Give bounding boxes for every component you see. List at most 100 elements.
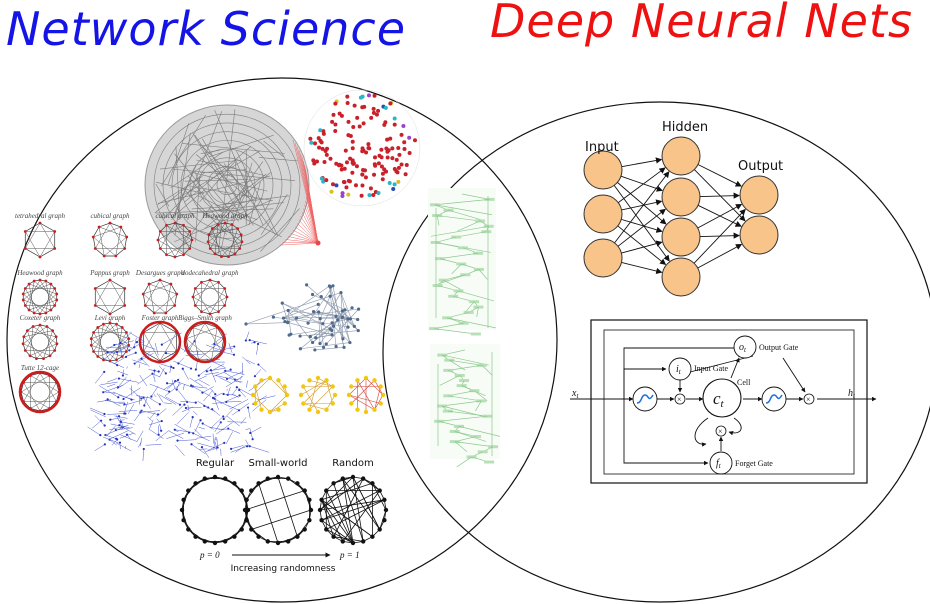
- graph-node: [200, 280, 203, 284]
- gray-network-node: [348, 317, 352, 321]
- hairball-node: [246, 406, 250, 409]
- ring-edge: [352, 476, 364, 542]
- hairball-node: [222, 415, 225, 418]
- yellow-graph-edge: [351, 380, 375, 404]
- gray-network-node: [352, 324, 356, 328]
- graph-edge: [27, 330, 37, 359]
- hairball-edge: [212, 408, 221, 416]
- graph-node: [188, 230, 192, 233]
- yellow-graph-node: [363, 375, 369, 381]
- red-cluster-node: [309, 140, 314, 145]
- hairball-node: [124, 412, 127, 415]
- hairball-node: [164, 372, 167, 375]
- graph-outline: [185, 322, 225, 361]
- ring-node: [319, 517, 324, 523]
- gray-network-edge: [333, 325, 351, 343]
- red-cluster-node: [350, 170, 355, 175]
- nn-edge: [617, 167, 666, 204]
- red-cluster-node: [396, 165, 401, 170]
- hairball-edge: [110, 417, 119, 420]
- yellow-graph-edge: [309, 386, 333, 410]
- lstm-cell-diagram: × × × xt ht ct it ot ft Input Gate Outpu…: [570, 319, 877, 484]
- hairball-edge: [194, 375, 207, 382]
- hairball-node: [222, 417, 225, 421]
- red-cluster-node: [353, 183, 358, 188]
- ring-node: [186, 527, 191, 532]
- yellow-graph-node: [301, 401, 306, 406]
- red-cluster-node: [407, 135, 412, 140]
- red-cluster-node: [364, 150, 369, 155]
- graph-node: [188, 247, 192, 250]
- graph-node: [236, 227, 240, 231]
- red-cluster-node: [337, 162, 342, 167]
- graph-edge: [45, 280, 52, 311]
- graph-node: [216, 223, 220, 226]
- hairball-edge: [165, 383, 181, 396]
- graph-node: [93, 304, 97, 307]
- red-cluster-node: [392, 182, 397, 187]
- ring-edge: [342, 478, 354, 544]
- gray-network-node: [330, 333, 334, 337]
- graph-node: [23, 287, 27, 290]
- hairball-edge: [139, 374, 148, 387]
- graph-edge: [34, 293, 57, 314]
- hairball-node: [251, 438, 254, 441]
- gray-network-node: [244, 322, 248, 326]
- nn-edge: [617, 182, 667, 225]
- hairball-edge: [94, 371, 105, 384]
- graph-outline: [94, 279, 126, 315]
- gray-network-node: [294, 316, 299, 320]
- hairball-edge: [140, 410, 161, 413]
- ring-node: [350, 474, 356, 480]
- graph-node: [217, 280, 220, 284]
- hairball-node: [121, 374, 125, 377]
- nn-node: [583, 150, 623, 190]
- graph-edge: [93, 236, 116, 257]
- yellow-graph-node: [372, 378, 377, 383]
- hairball-node: [176, 378, 180, 382]
- gray-network-edge: [288, 310, 337, 317]
- hairball-node: [109, 418, 112, 421]
- hairball-node: [116, 438, 119, 441]
- red-cluster-node: [372, 172, 377, 177]
- red-cluster-node: [373, 155, 378, 160]
- graph-edge: [221, 234, 242, 257]
- yellow-graph-node: [298, 392, 304, 398]
- graph-edge: [27, 330, 57, 337]
- graph-edge: [143, 322, 161, 352]
- red-cluster-node: [355, 115, 360, 120]
- hairball-node: [203, 404, 206, 408]
- graph-outline: [24, 222, 56, 258]
- computation-edge: [481, 365, 493, 376]
- hairball-edge: [115, 427, 133, 431]
- graph-node: [213, 252, 217, 256]
- graph-edge: [224, 222, 240, 249]
- graph-edge: [91, 345, 123, 357]
- red-cluster-node: [324, 178, 329, 183]
- blue-hairball-network: [87, 331, 276, 461]
- hairball-node: [142, 447, 145, 451]
- hairball-edge: [137, 430, 144, 442]
- graph-node: [125, 331, 128, 334]
- ring-node: [319, 497, 324, 503]
- hairball-edge: [202, 423, 214, 430]
- green-computation-graph-top: [428, 188, 496, 336]
- hairball-edge: [209, 426, 224, 431]
- hairball-edge: [165, 352, 175, 356]
- hairball-edge: [168, 430, 184, 439]
- ring-edge: [321, 519, 354, 544]
- graph-edge: [231, 224, 236, 254]
- green-computation-graph-bottom: [430, 344, 500, 468]
- hairball-edge: [223, 371, 241, 384]
- red-cluster-node: [346, 133, 351, 138]
- computation-edge: [458, 426, 500, 437]
- ring-node: [275, 474, 281, 480]
- graph-edge: [25, 231, 41, 258]
- red-cluster-node: [385, 149, 390, 154]
- hairball-node: [176, 439, 179, 442]
- hairball-node: [113, 343, 116, 347]
- graph-node: [45, 325, 49, 328]
- graph-node: [53, 349, 57, 352]
- hairball-edge: [119, 432, 135, 439]
- red-cluster-node: [350, 146, 355, 151]
